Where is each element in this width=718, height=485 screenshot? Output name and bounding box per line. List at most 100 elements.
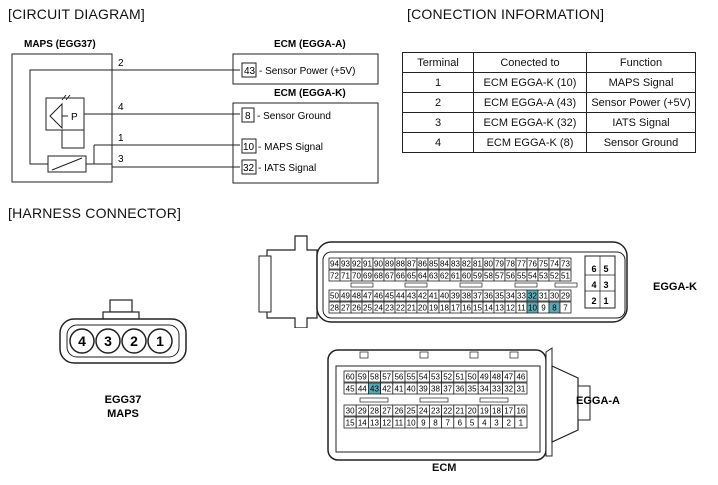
egga-a-label: EGGA-A (576, 395, 620, 407)
connector-pin-number: 36 (484, 292, 493, 301)
ecm-k-pin: 8 (245, 111, 251, 122)
connector-pin-cell (559, 301, 572, 314)
connector-pin-number: 20 (418, 304, 427, 313)
table-cell: 3 (402, 112, 474, 133)
wire-pin3-internal (86, 145, 95, 165)
connector-pin-number: 63 (429, 272, 438, 281)
connector-pin-number: 60 (346, 373, 355, 382)
connector-pin-cell (559, 257, 572, 270)
connector-pin-number: 53 (539, 272, 548, 281)
connector-pin-number: 73 (561, 260, 570, 269)
connector-pin-number: 3 (603, 280, 608, 290)
connector-pin-number: 42 (382, 385, 391, 394)
connector-pin-number: 32 (528, 292, 537, 301)
connection-info-heading: [CONECTION INFORMATION] (407, 6, 605, 22)
connector-pin-number: 27 (341, 304, 350, 313)
ecm-label: ECM (432, 462, 457, 474)
connector-pin-number: 41 (429, 292, 438, 301)
connector-pin-number: 60 (462, 272, 471, 281)
connector-pin-number: 57 (495, 272, 504, 281)
connector-pin-number: 87 (407, 260, 416, 269)
table-cell: ECM EGGA-K (10) (473, 72, 587, 93)
connector-pin-number: 34 (506, 292, 515, 301)
ecm-egga-k-box (232, 102, 379, 184)
connector-pin-number: 23 (385, 304, 394, 313)
connector-pin-number: 2 (506, 419, 511, 428)
connector-pin-number: 56 (394, 373, 403, 382)
table-cell: ECM EGGA-A (43) (473, 92, 587, 113)
connector-pin-number: 61 (451, 272, 460, 281)
connector-pin-number: 16 (516, 407, 525, 416)
connector-pin-number: 16 (462, 304, 471, 313)
connector-pin-number: 37 (443, 385, 452, 394)
connector-pin-number: 21 (407, 304, 416, 313)
maps-sensor-box (11, 53, 113, 183)
table-header: Terminal (402, 52, 474, 73)
connector-pin-number: 88 (396, 260, 405, 269)
maps-pin-circle (121, 328, 147, 354)
maps-pin-circle (95, 328, 121, 354)
maps-harness-connector: 4 3 2 1 EGG37 MAPS (59, 299, 187, 420)
connector-pin-number: 9 (541, 304, 546, 313)
connector-pin-number: 9 (421, 419, 426, 428)
ecm-a-pin: 43 (244, 66, 256, 77)
wire-pin2-internal (29, 69, 112, 165)
connector-pin-number: 13 (370, 419, 379, 428)
connector-pin-number: 44 (396, 292, 405, 301)
connector-pin-number: 10 (407, 419, 416, 428)
connector-pin-number: 48 (352, 292, 361, 301)
maps-pin-label: 2 (118, 58, 124, 69)
table-cell: 2 (402, 92, 474, 113)
connector-pin-number: 33 (492, 385, 501, 394)
connector-pin-number: 5 (603, 264, 608, 274)
connector-pin-number: 67 (385, 272, 394, 281)
connector-pin-number: 26 (352, 304, 361, 313)
connector-pin-number: 11 (395, 419, 404, 428)
connector-pin-number: 25 (363, 304, 372, 313)
connector-pin-number: 24 (374, 304, 383, 313)
table-row: 1 ECM EGGA-K (10) MAPS Signal (402, 72, 696, 93)
connector-pin-number: 34 (480, 385, 489, 394)
connector-pin-cell (514, 382, 528, 395)
maps-pin-number: 4 (78, 333, 86, 349)
connector-pin-number: 47 (363, 292, 372, 301)
connector-pin-number: 50 (468, 373, 477, 382)
connection-table: Terminal Conected to Function 1 ECM EGGA… (402, 52, 696, 153)
connector-pin-number: 84 (440, 260, 449, 269)
connector-pin-number: 24 (419, 407, 428, 416)
connector-pin-number: 19 (480, 407, 489, 416)
connector-pin-cell (514, 416, 528, 429)
connector-pin-number: 10 (528, 304, 537, 313)
connector-pin-number: 25 (407, 407, 416, 416)
harness-connector-heading: [HARNESS CONNECTOR] (8, 205, 182, 221)
connector-pin-number: 85 (429, 260, 438, 269)
connector-pin-number: 38 (462, 292, 471, 301)
table-cell: Sensor Power (+5V) (586, 92, 696, 113)
connector-pin-number: 48 (492, 373, 501, 382)
connector-pin-number: 30 (550, 292, 559, 301)
connector-pin-number: 40 (407, 385, 416, 394)
ecm-k-title: ECM (EGGA-K) (274, 88, 346, 99)
connector-pin-number: 68 (374, 272, 383, 281)
connector-pin-number: 26 (394, 407, 403, 416)
connector-pin-number: 31 (516, 385, 525, 394)
table-header: Conected to (473, 52, 587, 73)
maps-pin-number: 1 (156, 333, 164, 349)
connector-pin-number: 58 (484, 272, 493, 281)
connector-pin-number: 29 (561, 292, 570, 301)
connector-pin-number: 43 (370, 385, 379, 394)
connector-pin-cell (514, 404, 528, 417)
table-cell: 1 (402, 72, 474, 93)
connector-pin-number: 56 (506, 272, 515, 281)
ecm-egga-a-box (232, 53, 379, 85)
connector-pin-number: 40 (440, 292, 449, 301)
connector-pin-number: 28 (370, 407, 379, 416)
connector-pin-cell (559, 269, 572, 282)
connector-pin-number: 58 (370, 373, 379, 382)
table-header: Function (586, 52, 696, 73)
connector-pin-number: 74 (550, 260, 559, 269)
